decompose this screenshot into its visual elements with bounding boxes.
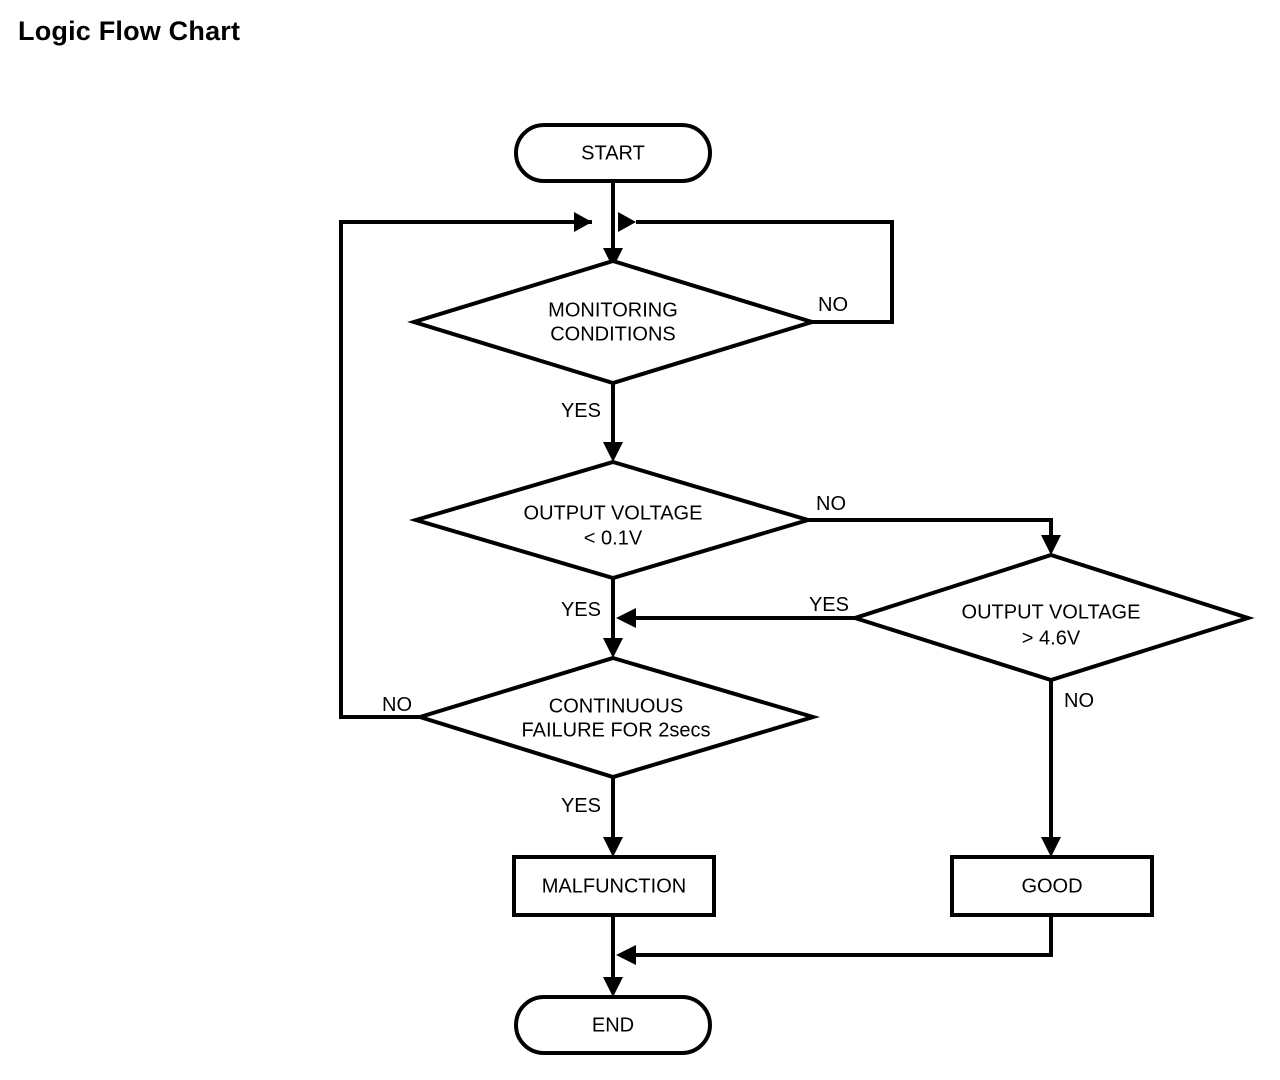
edge-label-monitor-yes: YES bbox=[561, 400, 601, 422]
good-process-shape[interactable] bbox=[950, 855, 1154, 917]
monitoring-decision-shape[interactable] bbox=[407, 258, 819, 386]
edge-good-to-end-path bbox=[634, 915, 1053, 957]
edge-label-cont-yes: YES bbox=[561, 795, 601, 817]
output-voltage-high-decision-shape[interactable] bbox=[848, 552, 1255, 683]
node-good[interactable]: GOOD bbox=[950, 855, 1154, 917]
edge-monitor-no-arrowhead bbox=[618, 212, 636, 232]
edges-layer bbox=[339, 181, 1061, 997]
edge-label-monitor-no: NO bbox=[818, 294, 848, 316]
output-voltage-high-label-line1: OUTPUT VOLTAGE bbox=[962, 601, 1141, 623]
output-voltage-high-label-line2: > 4.6V bbox=[1022, 627, 1081, 649]
edge-vlow-no-arrowhead bbox=[1041, 535, 1061, 555]
edge-monitor-no-path bbox=[636, 220, 894, 324]
edge-junction-to-monitor-arrowhead bbox=[603, 248, 623, 268]
output-voltage-low-decision-shape[interactable] bbox=[408, 459, 816, 581]
monitoring-label-line2: CONDITIONS bbox=[550, 323, 676, 345]
page-title: Logic Flow Chart bbox=[18, 16, 241, 46]
node-end[interactable]: END bbox=[514, 995, 712, 1055]
edge-label-cont-no: NO bbox=[382, 694, 412, 716]
end-label: END bbox=[592, 1014, 634, 1036]
node-continuous-failure[interactable]: CONTINUOUS FAILURE FOR 2secs bbox=[413, 655, 821, 780]
nodes-layer: START MONITORING CONDITIONS OUTPUT VOLTA… bbox=[407, 123, 1255, 1055]
monitoring-label-line1: MONITORING bbox=[548, 299, 678, 321]
edge-labels-layer: NO YES NO YES YES NO NO YES bbox=[382, 294, 1094, 817]
edge-label-vlow-no: NO bbox=[816, 493, 846, 515]
node-malfunction[interactable]: MALFUNCTION bbox=[512, 855, 716, 917]
edge-monitor-yes-arrowhead bbox=[603, 442, 623, 462]
edge-cont-no-path bbox=[339, 220, 592, 719]
node-start[interactable]: START bbox=[514, 123, 712, 183]
edge-vhigh-no-arrowhead bbox=[1041, 837, 1061, 857]
start-terminator-shape[interactable] bbox=[514, 123, 712, 183]
output-voltage-low-label-line1: OUTPUT VOLTAGE bbox=[524, 502, 703, 524]
edge-vlow-yes-arrowhead bbox=[603, 638, 623, 658]
edge-vhigh-yes-arrowhead bbox=[616, 608, 636, 628]
continuous-failure-decision-shape[interactable] bbox=[413, 655, 821, 780]
end-terminator-shape[interactable] bbox=[514, 995, 712, 1055]
malfunction-process-shape[interactable] bbox=[512, 855, 716, 917]
node-output-voltage-low[interactable]: OUTPUT VOLTAGE < 0.1V bbox=[408, 459, 816, 581]
node-monitoring-conditions[interactable]: MONITORING CONDITIONS bbox=[407, 258, 819, 386]
continuous-failure-label-line1: CONTINUOUS bbox=[549, 695, 683, 717]
edge-cont-yes-arrowhead bbox=[603, 837, 623, 857]
edge-malf-to-end-arrowhead bbox=[603, 977, 623, 997]
output-voltage-low-label-line2: < 0.1V bbox=[584, 527, 643, 549]
edge-cont-no-arrowhead bbox=[574, 212, 592, 232]
edge-vlow-no-path bbox=[808, 518, 1053, 539]
good-label: GOOD bbox=[1021, 875, 1082, 897]
node-output-voltage-high[interactable]: OUTPUT VOLTAGE > 4.6V bbox=[848, 552, 1255, 683]
continuous-failure-label-line2: FAILURE FOR 2secs bbox=[522, 719, 711, 741]
start-label: START bbox=[581, 142, 645, 164]
malfunction-label: MALFUNCTION bbox=[542, 875, 686, 897]
edge-label-vhigh-yes: YES bbox=[809, 594, 849, 616]
edge-label-vhigh-no: NO bbox=[1064, 690, 1094, 712]
edge-good-to-end-arrowhead bbox=[616, 945, 636, 965]
edge-label-vlow-yes: YES bbox=[561, 599, 601, 621]
